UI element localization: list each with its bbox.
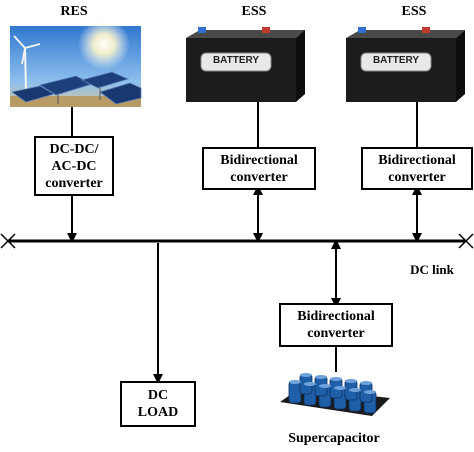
res-solar-wind-image — [10, 18, 142, 107]
ess-1-converter-line-1: Bidirectional — [220, 152, 298, 168]
battery-1-icon — [186, 27, 305, 102]
connection-lines — [67, 102, 422, 384]
dc-link-label: DC link — [410, 262, 454, 277]
res-header: RES — [60, 4, 88, 19]
supercap-converter-line-1: Bidirectional — [297, 309, 375, 324]
res-converter-line-1: DC-DC/ — [49, 141, 99, 157]
ess-1-converter-line-2: converter — [230, 169, 288, 185]
res-converter-line-3: converter — [45, 175, 103, 191]
dc-load-box: DC LOAD — [120, 381, 196, 427]
dc-link-bus — [0, 233, 474, 249]
supercapacitor-icon — [280, 373, 390, 416]
ess-1-bidirectional-converter-box: Bidirectional converter — [202, 147, 316, 190]
battery-1-label: BATTERY — [212, 55, 260, 66]
supercap-converter-line-2: converter — [307, 326, 365, 341]
dc-load-line-2: LOAD — [137, 405, 179, 420]
dc-load-line-1: DC — [147, 388, 169, 403]
ess-2-converter-line-2: converter — [388, 169, 446, 185]
ess-2-header: ESS — [401, 4, 427, 19]
res-converter-box: DC-DC/ AC-DC converter — [34, 136, 114, 196]
ess-2-bidirectional-converter-box: Bidirectional converter — [361, 147, 473, 190]
ess-1-header: ESS — [241, 4, 267, 19]
res-converter-line-2: AC-DC — [51, 158, 97, 174]
supercapacitor-label: Supercapacitor — [288, 431, 380, 446]
battery-2-icon — [346, 27, 465, 102]
solar-panel-icon — [11, 71, 142, 105]
supercap-bidirectional-converter-box: Bidirectional converter — [279, 303, 393, 347]
battery-2-label: BATTERY — [372, 55, 420, 66]
wind-turbine-icon — [13, 35, 41, 93]
ess-2-converter-line-1: Bidirectional — [378, 152, 456, 168]
